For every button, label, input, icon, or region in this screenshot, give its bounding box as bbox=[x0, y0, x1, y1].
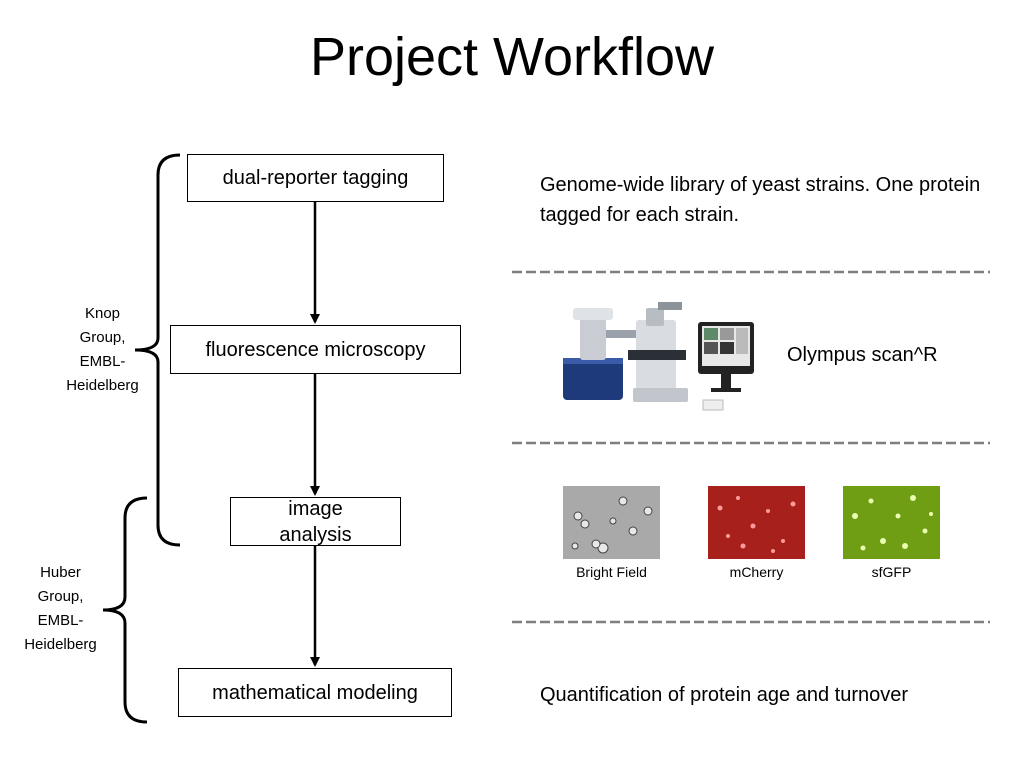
channel-caption-mcherry: mCherry bbox=[729, 564, 784, 580]
channel-caption-bright-field: Bright Field bbox=[576, 564, 647, 580]
microscope-icon bbox=[563, 302, 754, 411]
cell-image bbox=[571, 496, 653, 554]
bracket-huber bbox=[102, 496, 148, 724]
group-label-knop: Knop Group, EMBL- Heidelberg bbox=[50, 302, 155, 398]
step-label: image analysis bbox=[279, 497, 352, 546]
group-label-line: EMBL- bbox=[79, 353, 126, 370]
step-label: mathematical modeling bbox=[212, 681, 418, 704]
description-microscope: Olympus scan^R bbox=[787, 344, 938, 366]
bracket-knop bbox=[134, 153, 181, 547]
description-library: Genome-wide library of yeast strains. On… bbox=[540, 174, 981, 226]
group-label-line: Group, bbox=[79, 329, 126, 346]
channel-caption-sfgfp: sfGFP bbox=[871, 564, 912, 580]
cell-image bbox=[717, 496, 796, 553]
bright-field-thumbnail bbox=[563, 486, 660, 559]
sfgfp-thumbnail bbox=[843, 486, 940, 559]
step-dual-reporter-tagging: dual-reporter tagging bbox=[187, 154, 444, 202]
group-label-line: Heidelberg bbox=[66, 377, 139, 394]
group-label-line: Knop bbox=[84, 305, 121, 322]
mcherry-thumbnail bbox=[708, 486, 805, 559]
cell-image bbox=[852, 495, 933, 551]
step-mathematical-modeling: mathematical modeling bbox=[178, 668, 452, 717]
group-label-line: Heidelberg bbox=[24, 636, 97, 653]
group-label-line: Huber bbox=[40, 564, 81, 581]
group-label-huber: Huber Group, EMBL- Heidelberg bbox=[8, 561, 113, 657]
step-label: dual-reporter tagging bbox=[222, 167, 409, 189]
page-title: Project Workflow bbox=[309, 27, 715, 87]
description-modeling: Quantification of protein age and turnov… bbox=[540, 684, 909, 706]
group-label-line: EMBL- bbox=[37, 612, 84, 629]
group-label-line: Group, bbox=[37, 588, 84, 605]
step-fluorescence-microscopy: fluorescence microscopy bbox=[170, 325, 461, 374]
step-image-analysis: image analysis bbox=[230, 497, 401, 546]
step-label: fluorescence microscopy bbox=[205, 338, 426, 361]
